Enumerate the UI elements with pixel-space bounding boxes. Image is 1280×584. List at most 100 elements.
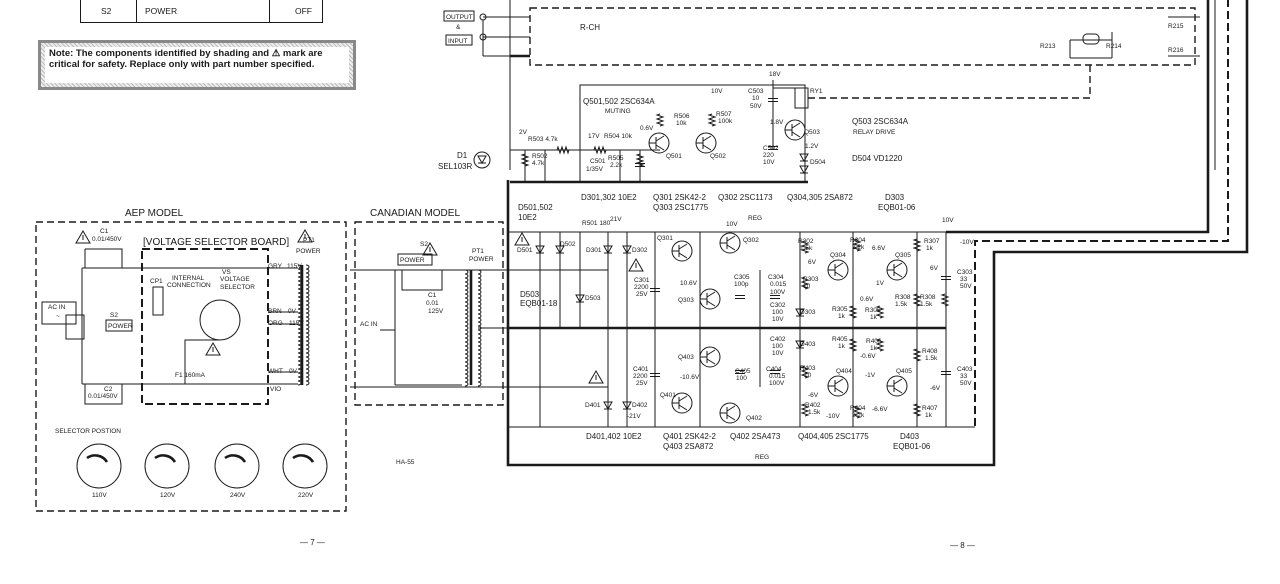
safety-warning-icon xyxy=(588,370,604,384)
component-label: VOLTAGE xyxy=(220,276,250,283)
component-label: Q503 2SC634A xyxy=(852,117,909,126)
diode-icon xyxy=(603,245,613,255)
resistor-icon xyxy=(940,293,950,307)
selector-position-icon xyxy=(282,443,328,489)
selector-position-icon xyxy=(76,443,122,489)
voltage-selector-icon xyxy=(199,299,241,341)
resistor-icon xyxy=(800,276,810,290)
resistor-icon xyxy=(912,238,922,252)
canadian-title: CANADIAN MODEL xyxy=(370,208,460,219)
component-label: 1.5k xyxy=(808,409,821,416)
component-label: -0.6V xyxy=(860,353,876,360)
capacitor-icon xyxy=(770,370,780,374)
safety-note: Note: The components identified by shadi… xyxy=(38,40,356,90)
component-label: D504 xyxy=(810,159,826,166)
component-label: C301 xyxy=(634,277,650,284)
rch-title: R-CH xyxy=(580,23,600,32)
aep-section: AEP MODEL [VOLTAGE SELECTOR BOARD] xyxy=(35,208,347,512)
resistor-icon xyxy=(655,113,665,127)
safety-warning-icon xyxy=(205,342,221,356)
component-label: -21V xyxy=(627,413,641,420)
component-label: 0.015 xyxy=(769,373,786,380)
component-label: R304 xyxy=(850,237,866,244)
component-label: D503 xyxy=(585,295,601,302)
component-label: REG xyxy=(755,454,769,461)
component-label: R305 xyxy=(832,306,848,313)
component-label: 1.5k xyxy=(925,355,938,362)
component-label: SELECTOR POSTION xyxy=(55,428,121,435)
component-label: 2.2k xyxy=(610,162,623,169)
diode-icon xyxy=(795,340,805,350)
resistor-icon xyxy=(800,403,810,417)
resistor-icon xyxy=(852,405,862,419)
capacitor-icon xyxy=(735,295,745,299)
component-label: 1/35V xyxy=(586,166,604,173)
component-label: 10E2 xyxy=(518,213,537,222)
model-code: HA-55 xyxy=(396,459,415,466)
component-label: 100k xyxy=(718,118,733,125)
component-label: Q302 2SC1173 xyxy=(718,193,773,202)
selector-position-label: 120V xyxy=(160,492,176,499)
component-label: 2.2k xyxy=(852,412,865,419)
component-label: ~ xyxy=(56,313,60,320)
resistor-icon xyxy=(848,338,858,352)
component-label: 1k xyxy=(925,412,933,419)
diode-icon xyxy=(799,153,809,163)
component-label: 10V xyxy=(772,316,784,323)
component-label: 0V xyxy=(288,308,297,315)
component-label: 100V xyxy=(770,289,786,296)
diode-icon xyxy=(575,294,585,304)
component-label: C305 xyxy=(734,274,750,281)
rch-section: OUTPUT & INPUT R-CH R213 R214 R215 R216 xyxy=(443,0,1216,170)
component-label: PT1 xyxy=(472,248,484,255)
note-label: Note: xyxy=(49,48,74,59)
component-label: D303 xyxy=(885,193,905,202)
component-label: 0V xyxy=(289,368,298,375)
safety-warning-icon xyxy=(628,258,644,272)
resistor-icon xyxy=(520,153,530,167)
component-label: R303 xyxy=(803,276,819,283)
resistor-icon xyxy=(912,348,922,362)
capacitor-icon xyxy=(768,146,778,150)
wiring xyxy=(350,0,1249,467)
component-label: Q404 xyxy=(836,368,852,375)
component-label: R308 xyxy=(895,294,911,301)
diode-icon xyxy=(603,401,613,411)
component-label: R501 180 xyxy=(582,220,611,227)
component-label: INTERNAL xyxy=(172,275,205,282)
rch-dashed-block xyxy=(529,7,1196,66)
relay-coil-icon xyxy=(794,87,809,109)
component-label: R505 xyxy=(608,155,624,162)
component-label: 1k xyxy=(870,345,878,352)
component-label: D403 xyxy=(900,432,920,441)
component-label: Q502 xyxy=(710,153,726,160)
component-label: D503 xyxy=(520,290,540,299)
component-label: C401 xyxy=(633,366,649,373)
component-label: SELECTOR xyxy=(220,284,255,291)
component-label: D501 xyxy=(517,247,533,254)
component-label: 10V xyxy=(711,88,723,95)
voltage-selector-board-title: [VOLTAGE SELECTOR BOARD] xyxy=(143,237,289,248)
transformer-coil-icon xyxy=(464,269,469,387)
component-label: 1V xyxy=(876,280,885,287)
component-label: Q302 xyxy=(743,237,759,244)
diode-icon xyxy=(535,245,545,255)
component-label: Q403 2SA872 xyxy=(663,442,714,451)
safety-warning-icon xyxy=(422,242,438,256)
component-label: 2200 xyxy=(633,373,648,380)
capacitor-icon xyxy=(735,370,745,374)
component-label: 220 xyxy=(763,152,774,159)
component-label: 100 xyxy=(772,343,783,350)
component-label: Q503 xyxy=(804,129,820,136)
ac-inlet-icon xyxy=(65,314,85,340)
r216-label: R216 xyxy=(1168,47,1184,54)
component-label: RY1 xyxy=(810,88,823,95)
component-label: D504 VD1220 xyxy=(852,154,903,163)
component-label: C1 xyxy=(100,228,109,235)
input-label: INPUT xyxy=(448,38,468,45)
component-label: WHT xyxy=(268,368,283,375)
component-label: R507 xyxy=(716,111,732,118)
component-label: BRN xyxy=(268,308,282,315)
component-label: R405 xyxy=(832,336,848,343)
